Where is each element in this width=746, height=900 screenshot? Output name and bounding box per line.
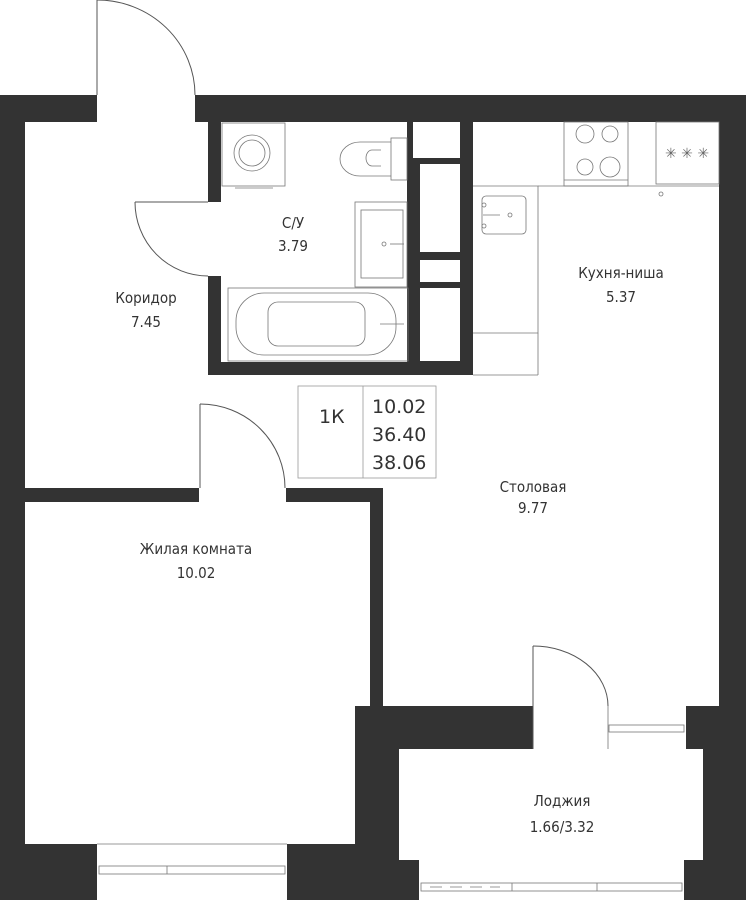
bathtub-icon	[227, 287, 409, 362]
bathroom-name: С/У	[282, 214, 304, 232]
bathroom-door[interactable]	[134, 201, 209, 277]
window-loggia	[420, 882, 683, 892]
total-area: 36.40	[372, 424, 426, 446]
entrance-door[interactable]	[96, 0, 196, 96]
living-room-area: 10.02	[177, 564, 216, 582]
loggia-name: Лоджия	[534, 792, 591, 810]
window-dining-loggia	[608, 724, 685, 733]
kitchen-name: Кухня-ниша	[578, 264, 664, 282]
corridor-name: Коридор	[115, 289, 176, 307]
fridge-icon: ✳ ✳ ✳	[655, 121, 720, 197]
loggia-door[interactable]	[532, 645, 609, 749]
kitchen-area: 5.37	[606, 288, 636, 306]
living-room-door[interactable]	[199, 403, 286, 489]
svg-text:✳ ✳ ✳: ✳ ✳ ✳	[665, 146, 709, 162]
corridor-area: 7.45	[131, 313, 161, 331]
stove-icon	[563, 121, 629, 187]
sink-icon	[354, 201, 408, 288]
dining-area: 9.77	[518, 499, 548, 517]
window-living	[97, 843, 287, 875]
dining-name: Столовая	[500, 478, 567, 496]
living-area: 10.02	[372, 396, 426, 418]
living-room-name: Жилая комната	[140, 540, 252, 558]
washing-machine-icon	[221, 122, 286, 189]
apartment-type: 1К	[319, 406, 345, 428]
kitchen-sink-icon	[481, 195, 527, 235]
toilet-icon	[339, 137, 408, 181]
loggia-area: 1.66/3.32	[530, 818, 595, 836]
bathroom-area: 3.79	[278, 237, 308, 255]
room-shapes	[25, 95, 719, 900]
apartment-summary: 1К 10.02 36.40 38.06	[297, 385, 437, 479]
total-with-loggia: 38.06	[372, 452, 426, 474]
